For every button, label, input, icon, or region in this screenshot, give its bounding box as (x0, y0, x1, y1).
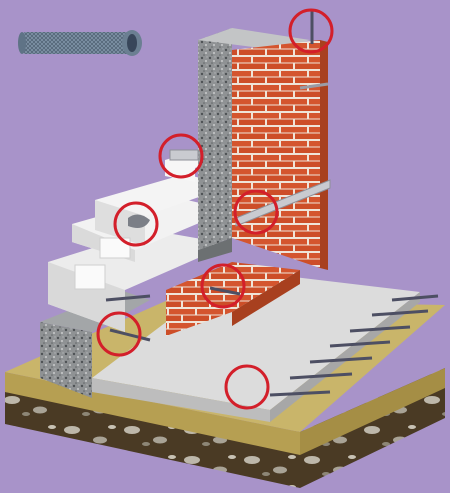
mesh-anchor-icon (18, 30, 142, 56)
brick-wall-face (232, 40, 320, 268)
granite-column (198, 28, 232, 250)
